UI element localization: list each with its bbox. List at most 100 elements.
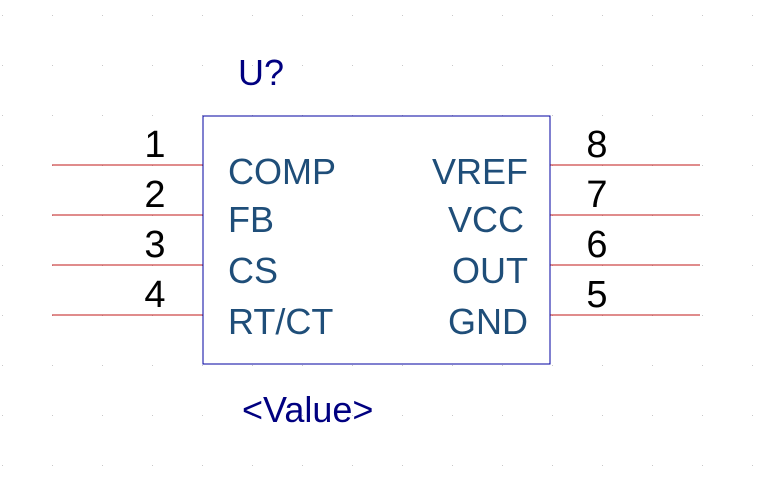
grid-dot (2, 115, 3, 116)
grid-dot (302, 15, 303, 16)
grid-dot (302, 365, 303, 366)
grid-dot (252, 15, 253, 16)
grid-dot (552, 365, 553, 366)
grid-dot (352, 15, 353, 16)
pin-name-vref: VREF (432, 151, 528, 192)
grid-dot (202, 15, 203, 16)
grid-dot (52, 465, 53, 466)
left-pin-lines (52, 164, 203, 316)
grid-dot (702, 315, 703, 316)
grid-dot (102, 65, 103, 66)
grid-dot (602, 415, 603, 416)
grid-dot (752, 365, 753, 366)
grid-dot (752, 465, 753, 466)
grid-dot (602, 115, 603, 116)
grid-dot (2, 415, 3, 416)
grid-dot (752, 15, 753, 16)
grid-dot (702, 265, 703, 266)
grid-dot (402, 65, 403, 66)
grid-dot (452, 365, 453, 366)
grid-dot (352, 365, 353, 366)
grid-dot (352, 415, 353, 416)
grid-dot (502, 365, 503, 366)
grid-dot (402, 15, 403, 16)
grid-dot (652, 365, 653, 366)
designator-label[interactable]: U? (238, 52, 284, 93)
grid-dot (502, 15, 503, 16)
grid-dot (452, 465, 453, 466)
grid-dot (752, 65, 753, 66)
value-label[interactable]: <Value> (242, 389, 373, 430)
grid-dot (652, 415, 653, 416)
grid-dot (502, 415, 503, 416)
grid-dot (552, 115, 553, 116)
grid-dot (702, 365, 703, 366)
grid-dot (302, 415, 303, 416)
grid-dot (2, 265, 3, 266)
grid-dot (102, 415, 103, 416)
grid-dot (402, 465, 403, 466)
grid-dot (152, 65, 153, 66)
grid-dot (252, 365, 253, 366)
grid-dot (102, 465, 103, 466)
grid-dot (502, 465, 503, 466)
grid-dot (602, 65, 603, 66)
pin-name-fb: FB (228, 199, 274, 240)
grid-dot (102, 365, 103, 366)
grid-dot (752, 215, 753, 216)
grid-dot (702, 415, 703, 416)
grid-dot (152, 15, 153, 16)
grid-dot (202, 65, 203, 66)
pin-name-comp: COMP (228, 151, 336, 192)
grid-dot (602, 15, 603, 16)
pin-number-1: 1 (144, 124, 165, 166)
grid-dot (102, 115, 103, 116)
grid-dot (152, 415, 153, 416)
pin-name-cs: CS (228, 250, 278, 291)
grid-dot (752, 315, 753, 316)
grid-dot (152, 465, 153, 466)
grid-dot (302, 65, 303, 66)
grid-dot (52, 15, 53, 16)
grid-dot (152, 365, 153, 366)
grid-dot (752, 265, 753, 266)
grid-dot (702, 165, 703, 166)
grid-dot (552, 15, 553, 16)
grid-dot (152, 115, 153, 116)
grid-dot (2, 65, 3, 66)
grid-dot (352, 465, 353, 466)
grid-dot (652, 65, 653, 66)
grid-dot (202, 415, 203, 416)
pin-number-7: 7 (586, 174, 607, 216)
pin-name-vcc: VCC (448, 199, 524, 240)
grid-dot (602, 465, 603, 466)
grid-dot (452, 65, 453, 66)
grid-dot (252, 415, 253, 416)
pin-number-2: 2 (144, 174, 165, 216)
grid-dot (2, 315, 3, 316)
grid-dot (702, 115, 703, 116)
grid-dot (702, 15, 703, 16)
grid-dot (552, 415, 553, 416)
grid-dot (702, 215, 703, 216)
grid-dot (2, 465, 3, 466)
pin-name-rt-ct: RT/CT (228, 301, 333, 342)
grid-dot (702, 65, 703, 66)
right-pin-lines (550, 164, 700, 316)
grid-dot (602, 365, 603, 366)
grid-dot (52, 365, 53, 366)
grid-dot (652, 465, 653, 466)
component-body[interactable] (202, 115, 551, 365)
grid-dot (452, 15, 453, 16)
grid-dot (2, 165, 3, 166)
grid-dot (302, 465, 303, 466)
grid-dot (552, 465, 553, 466)
grid-dot (2, 215, 3, 216)
grid-dot (702, 465, 703, 466)
grid-dot (2, 15, 3, 16)
pin-name-out: OUT (452, 250, 528, 291)
grid-dot (52, 115, 53, 116)
grid-dot (402, 415, 403, 416)
pin-number-6: 6 (586, 224, 607, 266)
